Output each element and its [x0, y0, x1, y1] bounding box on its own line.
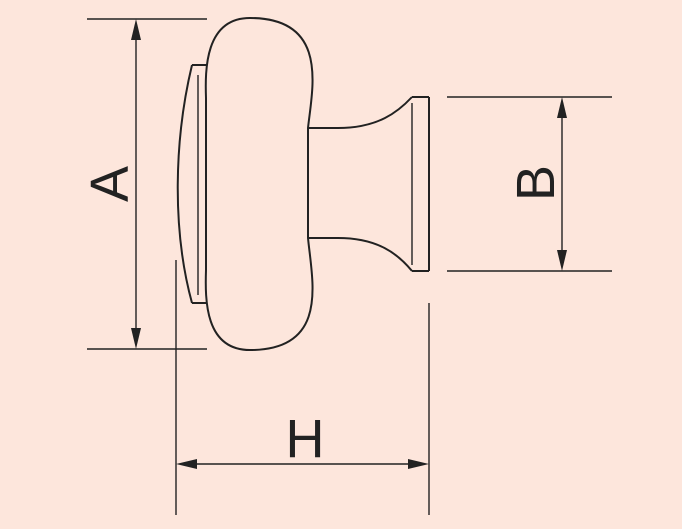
dimension-b — [447, 96, 612, 272]
dim-h-arrow-right — [408, 459, 429, 469]
dimension-h — [175, 260, 430, 515]
label-b: B — [506, 165, 566, 201]
dimension-a — [87, 18, 207, 350]
knob-stem — [308, 96, 430, 272]
dim-a-arrow-top — [131, 19, 141, 40]
dim-a-arrow-bottom — [131, 328, 141, 349]
dim-b-arrow-top — [557, 97, 567, 118]
knob-base — [176, 64, 207, 304]
dim-b-arrow-bottom — [557, 250, 567, 271]
dim-h-arrow-left — [176, 459, 197, 469]
label-a: A — [80, 166, 140, 202]
knob-head — [204, 17, 314, 351]
label-h: H — [286, 409, 325, 469]
